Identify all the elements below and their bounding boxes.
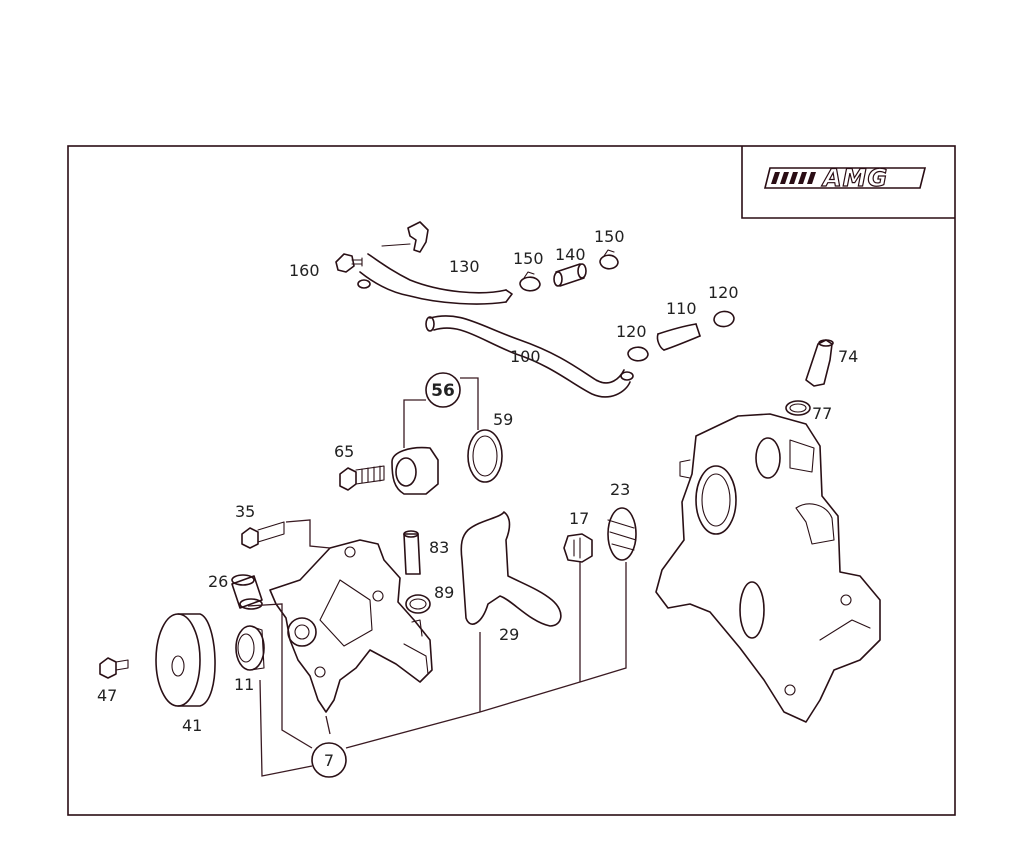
hose-110: [656, 323, 701, 351]
callout-11: 11: [234, 675, 254, 694]
callout-circle-7: 7: [311, 742, 347, 778]
callout-65: 65: [334, 442, 354, 461]
callout-59: 59: [493, 410, 513, 429]
callout-circle-56: 56: [425, 372, 461, 408]
clamp-120-upper: [713, 310, 735, 328]
callout-29: 29: [499, 625, 519, 644]
callout-35: 35: [235, 502, 255, 521]
callout-47: 47: [97, 686, 117, 705]
amg-logo-text: AMG: [821, 164, 888, 192]
hose-130: [357, 253, 513, 305]
timing-case-cover: [655, 413, 881, 723]
bolt-65: [339, 465, 385, 491]
clamp-77: [785, 400, 811, 416]
hub-11: [235, 625, 265, 671]
callout-26: 26: [208, 572, 228, 591]
thermostat-housing-56: [391, 446, 439, 495]
bolt-35: [241, 521, 285, 549]
seal-ring-59: [467, 429, 503, 483]
callout-74: 74: [838, 347, 858, 366]
clamp-120-lower: [627, 346, 649, 362]
callout-110: 110: [666, 299, 697, 318]
bolt-160: [335, 253, 363, 273]
callout-130: 130: [449, 257, 480, 276]
callout-150-right: 150: [594, 227, 625, 246]
water-pump-housing: [269, 539, 433, 713]
bolt-47: [99, 657, 129, 679]
hose-100: [425, 315, 634, 398]
callout-17: 17: [569, 509, 589, 528]
bushing-83: [403, 530, 421, 575]
callout-83: 83: [429, 538, 449, 557]
clamp-89: [405, 594, 431, 614]
callout-160: 160: [289, 261, 320, 280]
sleeve-26: [231, 574, 263, 610]
bracket-top: [381, 221, 429, 253]
plug-17: [563, 533, 593, 563]
gasket-29: [460, 511, 562, 627]
callout-120-upper: 120: [708, 283, 739, 302]
pulley-41: [155, 613, 216, 707]
clamp-150-left: [519, 271, 541, 292]
impeller-23: [607, 507, 637, 561]
callout-150-left: 150: [513, 249, 544, 268]
pipe-74: [805, 339, 834, 387]
callout-7: 7: [324, 751, 334, 770]
callout-23: 23: [610, 480, 630, 499]
diagram-frame: [67, 145, 956, 816]
amg-logo: AMG: [741, 146, 955, 219]
callout-89: 89: [434, 583, 454, 602]
callout-56: 56: [431, 381, 455, 401]
callout-100: 100: [510, 347, 541, 366]
callout-77: 77: [812, 404, 832, 423]
callout-120-lower: 120: [616, 322, 647, 341]
callout-140: 140: [555, 245, 586, 264]
leader-lines: [247, 377, 627, 777]
clamp-150-right: [599, 249, 619, 270]
hose-140: [553, 263, 587, 287]
callout-41: 41: [182, 716, 202, 735]
